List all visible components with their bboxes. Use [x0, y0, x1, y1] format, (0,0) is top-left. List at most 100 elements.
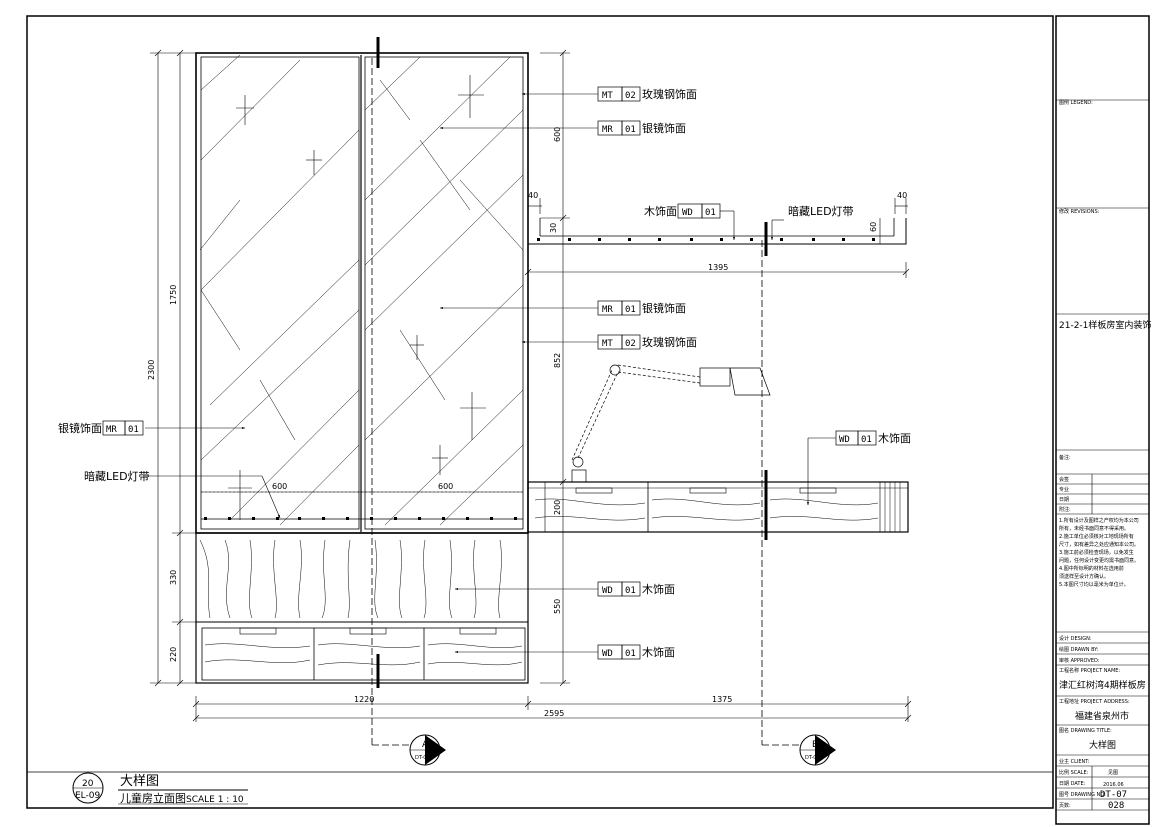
title-strip-border [1055, 15, 1150, 825]
svg-text:附注:: 附注: [1059, 506, 1071, 513]
svg-text:330: 330 [169, 570, 178, 585]
svg-text:1395: 1395 [708, 263, 728, 272]
svg-text:02: 02 [625, 339, 636, 349]
callout-led-shelf: 暗藏LED灯带 [788, 204, 854, 218]
svg-text:550: 550 [553, 599, 562, 614]
svg-text:01: 01 [705, 208, 716, 218]
title-strip-text: 图例 LEGEND: 修改 REVISIONS: 21-2-1样板房室内装饰 备… [1059, 99, 1151, 811]
svg-text:见图: 见图 [1108, 770, 1118, 776]
svg-text:01: 01 [625, 649, 636, 659]
svg-text:2016.06: 2016.06 [1103, 782, 1124, 788]
svg-text:WD: WD [682, 208, 693, 218]
svg-text:暗藏LED灯带: 暗藏LED灯带 [84, 469, 150, 483]
svg-text:WD: WD [602, 649, 613, 659]
callout-mt02-mid: MT 02 玫瑰钢饰面 [597, 334, 697, 350]
callout-led-left: 暗藏LED灯带 [84, 469, 150, 483]
callout-mr01-left: 银镜饰面 MR 01 [58, 420, 144, 436]
svg-text:40: 40 [897, 191, 907, 200]
svg-text:银镜饰面: 银镜饰面 [642, 121, 686, 135]
svg-text:图号 DRAWING NO:: 图号 DRAWING NO: [1059, 792, 1106, 798]
svg-text:须送样至设计方确认。: 须送样至设计方确认。 [1059, 573, 1109, 580]
svg-text:DT-09: DT-09 [415, 755, 430, 761]
svg-text:设计 DESIGN:: 设计 DESIGN: [1059, 635, 1092, 642]
callout-wd01-cabinet: WD 01 木饰面 [597, 581, 675, 597]
svg-text:玫瑰钢饰面: 玫瑰钢饰面 [642, 87, 697, 101]
svg-text:3.施工前必须检查现场，以免发生: 3.施工前必须检查现场，以免发生 [1059, 549, 1134, 556]
svg-text:工程地址 PROJECT ADDRESS:: 工程地址 PROJECT ADDRESS: [1059, 698, 1130, 705]
section-marker-b[interactable]: B DT-09 [799, 734, 836, 766]
svg-text:40: 40 [528, 191, 538, 200]
svg-text:审核 APPROVED:: 审核 APPROVED: [1059, 657, 1100, 664]
svg-text:1750: 1750 [169, 285, 178, 305]
svg-text:绘图 DRAWN BY:: 绘图 DRAWN BY: [1059, 646, 1099, 653]
title-strip [1056, 99, 1149, 811]
drawing-border [26, 15, 1054, 809]
svg-text:600: 600 [553, 127, 562, 142]
svg-text:银镜饰面: 银镜饰面 [58, 421, 102, 435]
svg-text:木饰面: 木饰面 [642, 582, 675, 596]
upper-shelf [527, 218, 907, 245]
svg-text:MR: MR [106, 425, 117, 435]
project-address: 福建省泉州市 [1075, 710, 1129, 722]
svg-text:MR: MR [602, 305, 613, 315]
svg-text:1220: 1220 [354, 695, 374, 704]
svg-text:银镜饰面: 银镜饰面 [642, 301, 686, 315]
callout-wd01-shelf: 木饰面 WD 01 [644, 203, 721, 219]
svg-text:业主 CLIENT:: 业主 CLIENT: [1059, 758, 1090, 765]
svg-text:MT: MT [602, 339, 613, 349]
svg-text:工程名称 PROJECT NAME:: 工程名称 PROJECT NAME: [1059, 667, 1120, 674]
svg-text:玫瑰钢饰面: 玫瑰钢饰面 [642, 335, 697, 349]
svg-text:5.本图尺寸均以毫米为单位计。: 5.本图尺寸均以毫米为单位计。 [1059, 581, 1129, 588]
svg-text:4.图中所标明的材料在选用前: 4.图中所标明的材料在选用前 [1059, 565, 1124, 572]
drawing-title-block: 20 EL-09 大样图 儿童房立面图 SCALE 1 : 10 [72, 772, 248, 805]
detail-number: 20 [82, 779, 94, 789]
detail-sheet: EL-09 [75, 791, 101, 801]
dimension-labels: 600 600 40 40 30 60 1395 1750 2300 852 6… [147, 127, 907, 718]
svg-text:2300: 2300 [147, 360, 156, 380]
callout-mt02-top: MT 02 玫瑰钢饰面 [597, 86, 697, 102]
sheet-title: 大样图 [1089, 739, 1116, 751]
detail-scale: SCALE 1 : 10 [186, 795, 244, 805]
svg-text:01: 01 [128, 425, 139, 435]
leader-lines [145, 92, 836, 654]
svg-text:1.所有设计及图样之产权均为本公司: 1.所有设计及图样之产权均为本公司 [1059, 517, 1139, 524]
svg-text:01: 01 [625, 125, 636, 135]
svg-text:WD: WD [602, 586, 613, 596]
svg-text:600: 600 [438, 482, 453, 491]
svg-text:图例 LEGEND:: 图例 LEGEND: [1059, 99, 1093, 106]
svg-text:日期: 日期 [1059, 497, 1069, 503]
svg-text:图名 DRAWING TITLE:: 图名 DRAWING TITLE: [1059, 727, 1112, 734]
svg-text:尺寸，如有差异之处应通知本公司。: 尺寸，如有差异之处应通知本公司。 [1059, 541, 1139, 548]
project-name: 津汇红树湾4期样板房 [1059, 679, 1146, 691]
svg-text:2.施工单位必须核对工地现场所有: 2.施工单位必须核对工地现场所有 [1059, 533, 1134, 540]
svg-text:木饰面: 木饰面 [878, 431, 911, 445]
svg-text:MT: MT [602, 91, 613, 101]
detail-name: 大样图 [120, 774, 159, 789]
svg-text:01: 01 [625, 305, 636, 315]
svg-text:会签: 会签 [1059, 476, 1069, 483]
svg-text:01: 01 [861, 435, 872, 445]
drawing-number: DT-07 [1100, 790, 1127, 800]
svg-text:问题，任何设计变更均需书面同意。: 问题，任何设计变更均需书面同意。 [1059, 557, 1139, 564]
callout-mr01-top: MR 01 银镜饰面 [597, 120, 686, 136]
svg-text:2595: 2595 [544, 709, 564, 718]
svg-text:所有，未经书面同意不得采用。: 所有，未经书面同意不得采用。 [1059, 525, 1129, 532]
lower-cabinet [195, 532, 529, 684]
svg-text:木饰面: 木饰面 [642, 645, 675, 659]
svg-text:日期 DATE:: 日期 DATE: [1059, 781, 1086, 787]
section-marker-a[interactable]: A DT-09 [409, 734, 446, 766]
svg-text:MR: MR [602, 125, 613, 135]
svg-text:220: 220 [169, 647, 178, 662]
project-title: 21-2-1样板房室内装饰 [1059, 319, 1151, 331]
callout-wd01-drawer: WD 01 木饰面 [597, 644, 675, 660]
svg-text:A: A [422, 740, 429, 750]
svg-text:200: 200 [553, 500, 562, 515]
callout-mr01-mid: MR 01 银镜饰面 [597, 300, 686, 316]
svg-text:02: 02 [625, 91, 636, 101]
section-cut-lines [371, 37, 810, 746]
detail-subtitle: 儿童房立面图 [120, 791, 186, 805]
callout-wd01-desk: WD 01 木饰面 [835, 430, 911, 446]
svg-text:30: 30 [549, 223, 558, 233]
svg-text:1375: 1375 [712, 695, 732, 704]
